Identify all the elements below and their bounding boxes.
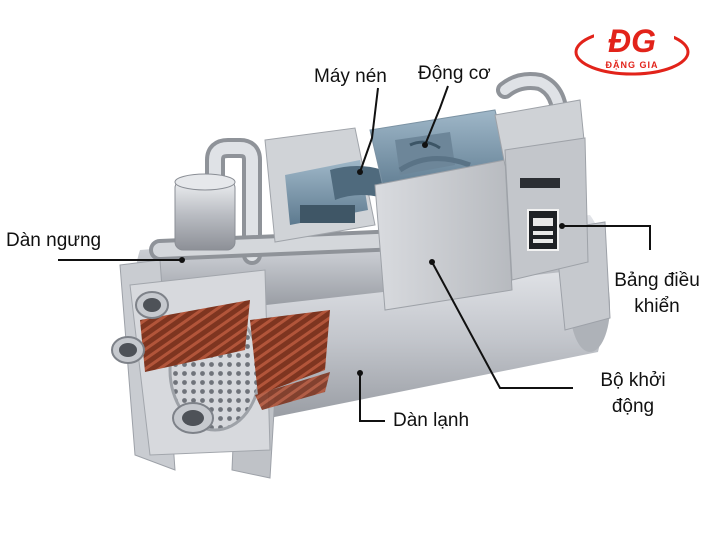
label-control-panel-line1: Bảng điều: [614, 270, 700, 291]
control-panel-cabinet: [504, 137, 589, 281]
leader-motor: [424, 85, 449, 146]
label-condenser: Dàn ngưng: [6, 230, 102, 251]
label-control-panel-line2: khiển: [634, 296, 680, 317]
leader-evaporator: [359, 373, 385, 422]
label-starter-line2: động: [611, 396, 655, 417]
dang-gia-logo: ĐG ĐẶNG GIA: [574, 23, 690, 76]
label-evaporator: Dàn lạnh: [393, 410, 470, 431]
svg-text:ĐG: ĐG: [608, 23, 656, 59]
leader-line-dots: [179, 142, 565, 376]
svg-text:ĐẶNG GIA: ĐẶNG GIA: [606, 60, 659, 70]
label-starter-line1: Bộ khởi: [600, 370, 666, 391]
leader-lines: [58, 85, 651, 422]
leader-starter: [431, 261, 573, 389]
label-starter: Bộ khởi động: [588, 370, 678, 418]
tube-bundle: [140, 300, 330, 410]
water-nozzles: [111, 291, 214, 434]
leader-compressor: [359, 87, 379, 173]
label-motor: Động cơ: [418, 63, 491, 84]
label-control-panel: Bảng điều khiển: [607, 270, 707, 318]
oil-separator: [174, 173, 236, 251]
label-compressor: Máy nén: [314, 66, 387, 87]
leader-control-panel: [562, 225, 651, 250]
